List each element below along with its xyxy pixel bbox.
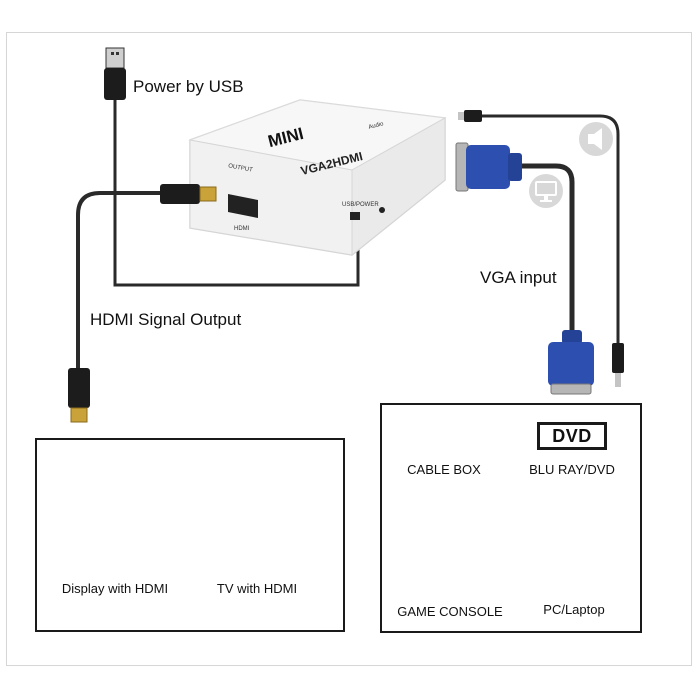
input-label-game-console: GAME CONSOLE [397,604,503,619]
vga-input-label: VGA input [480,268,557,287]
hdmi-plug-bottom-icon [68,368,90,423]
output-label-tv: TV with HDMI [216,581,298,596]
vga-plug-bottom-icon [548,330,594,395]
device-output-text: OUTPUT [228,163,254,173]
hdmi-output-label: HDMI Signal Output [90,310,242,329]
usb-plug-icon [104,47,126,100]
outer-frame [6,32,692,666]
audio-cable [480,114,620,345]
hdmi-output-cable [76,191,165,370]
speaker-icon [579,122,613,156]
dvd-logo-icon: DVD [537,422,607,450]
device-usb-power-text: USB/POWER [342,202,379,208]
input-label-cable-box: CABLE BOX [407,462,481,477]
power-label: Power by USB [133,77,244,96]
input-devices-panel [380,403,642,633]
output-devices-panel [35,438,345,632]
device-hdmi-text: HDMI [234,226,250,232]
device-audio-text: Audio [368,121,385,131]
converter-box [188,99,447,257]
input-label-pc-laptop: PC/Laptop [543,602,605,617]
vga-cable [520,163,575,335]
monitor-small-icon [529,174,563,208]
vga-plug-icon [455,142,522,192]
output-label-display: Display with HDMI [61,581,169,596]
audio-jack-icon [458,110,482,122]
audio-jack-bottom-icon [612,343,624,387]
hdmi-plug-icon [160,184,217,204]
input-label-bluray: BLU RAY/DVD [529,462,615,477]
